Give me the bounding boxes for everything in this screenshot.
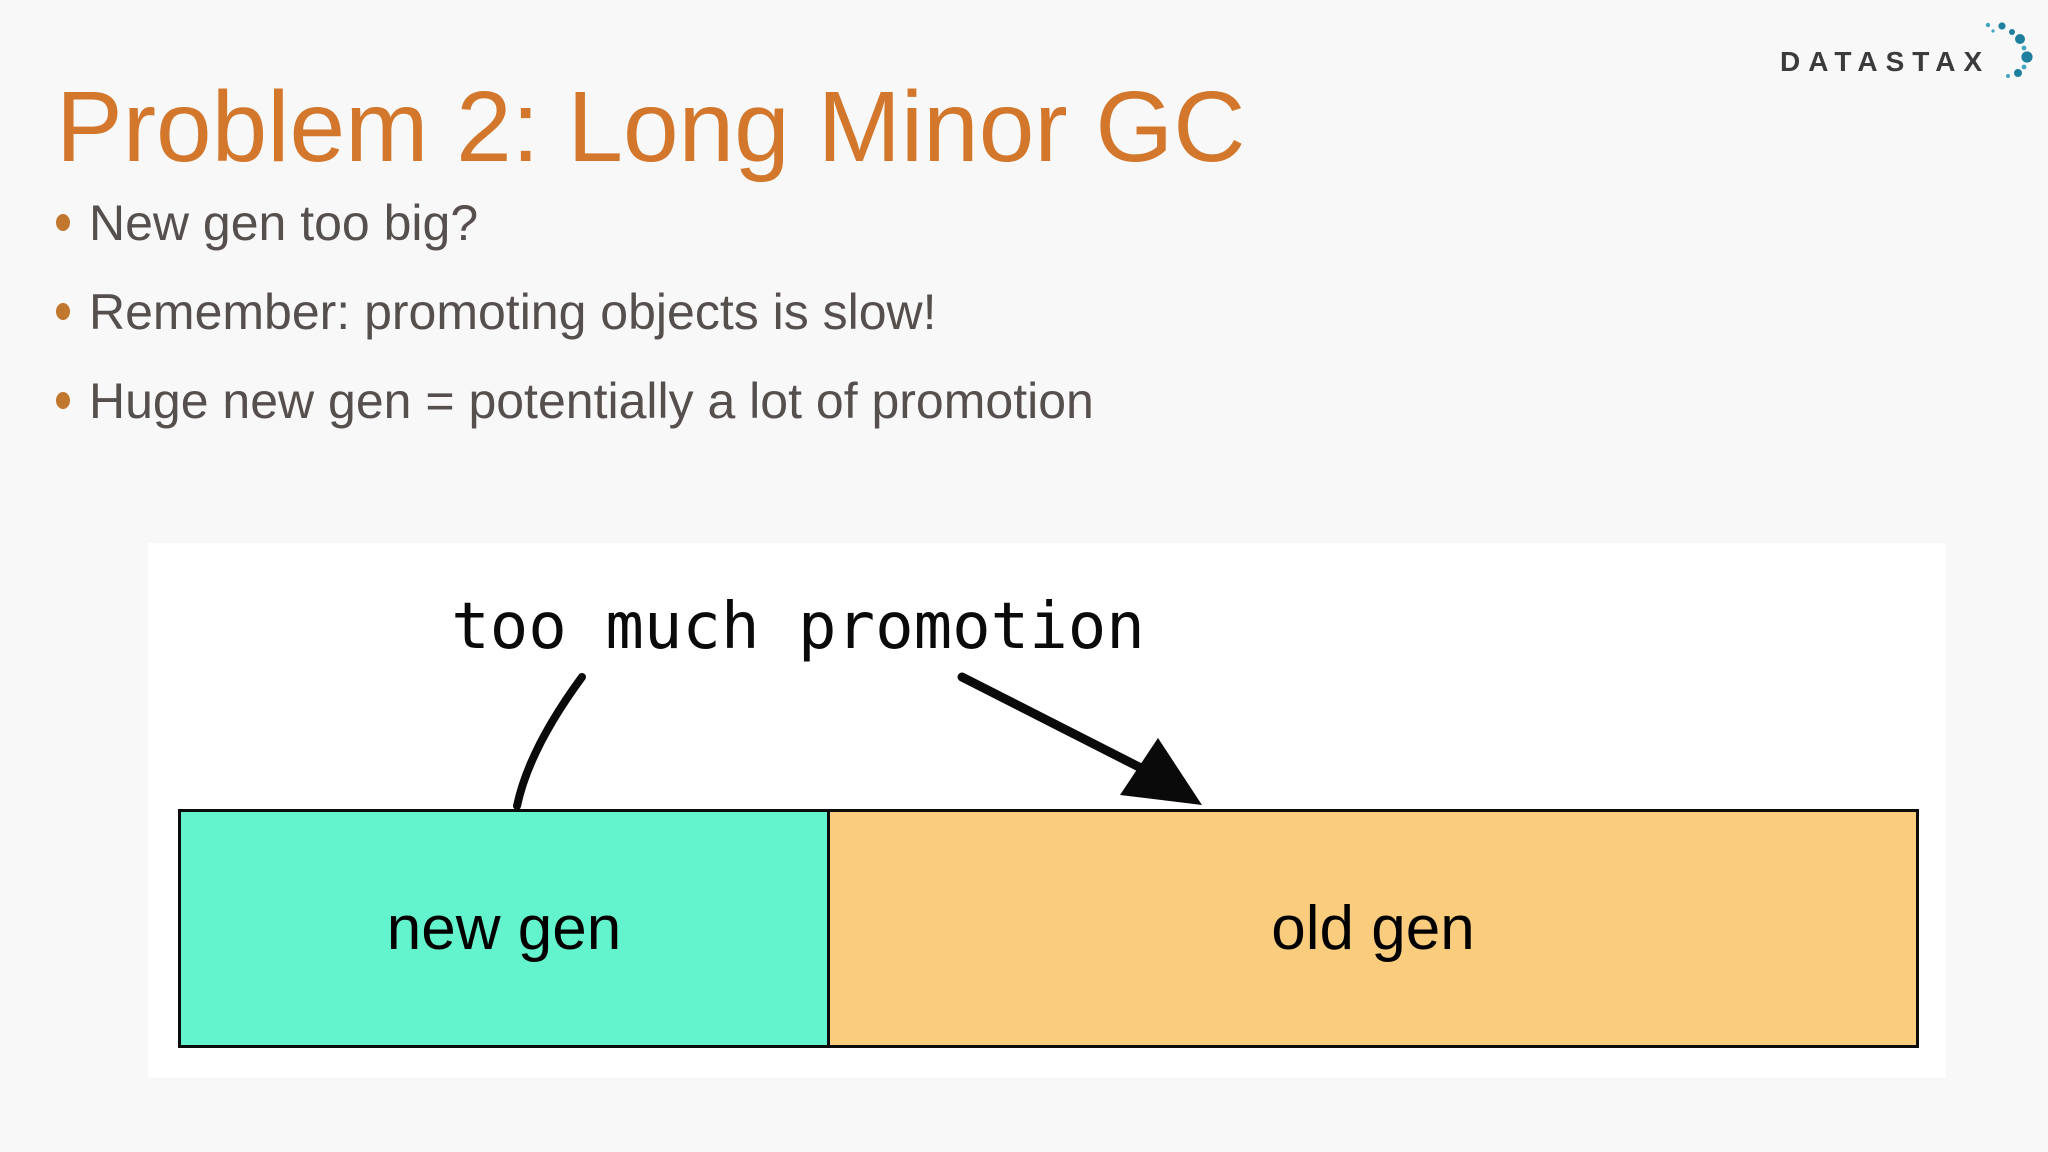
bullet-text: Remember: promoting objects is slow! [89, 283, 937, 340]
new-gen-box: new gen [178, 809, 830, 1048]
old-gen-box: old gen [827, 809, 1919, 1048]
new-gen-label: new gen [386, 894, 622, 963]
bullet-text: New gen too big? [89, 194, 479, 251]
bullet-dot-icon [56, 214, 70, 231]
bullet-item: Remember: promoting objects is slow! [56, 267, 1094, 356]
datastax-logo-dots-icon [1985, 22, 2033, 78]
bullet-item: Huge new gen = potentially a lot of prom… [56, 356, 1094, 445]
bullet-list: New gen too big? Remember: promoting obj… [56, 178, 1094, 445]
slide-title: Problem 2: Long Minor GC [56, 71, 1246, 183]
bullet-dot-icon [56, 303, 70, 320]
diagram-annotation: too much promotion [451, 590, 1145, 664]
bullet-item: New gen too big? [56, 178, 1094, 267]
datastax-logo: DATASTAX [1780, 8, 2048, 88]
datastax-logo-text: DATASTAX [1780, 46, 1991, 77]
bullet-dot-icon [56, 392, 70, 409]
old-gen-label: old gen [1271, 894, 1475, 963]
bullet-text: Huge new gen = potentially a lot of prom… [89, 372, 1094, 429]
